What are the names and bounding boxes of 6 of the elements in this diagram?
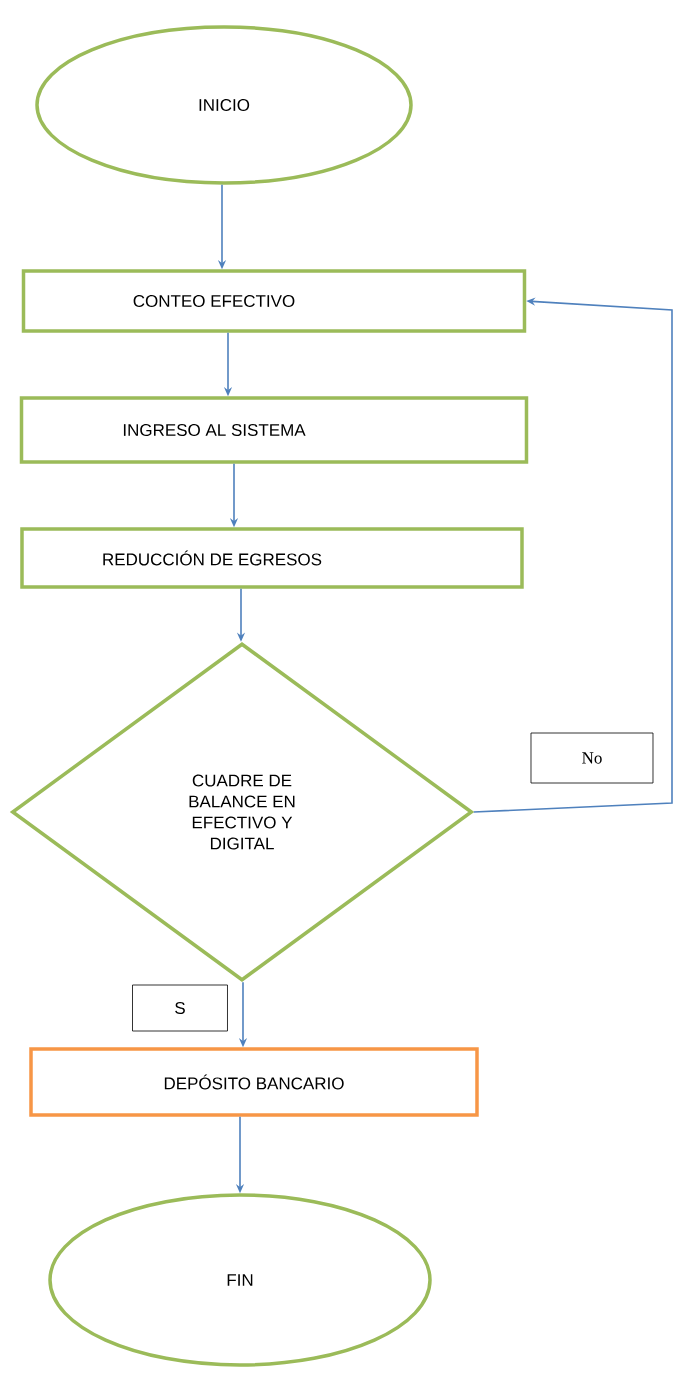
process-box: CONTEO EFECTIVO (21, 269, 527, 333)
edge-label: S (132, 984, 228, 1032)
process-box: DEPÓSITO BANCARIO (29, 1047, 479, 1117)
process-box: INGRESO AL SISTEMA (19, 396, 529, 464)
edge-label: No (530, 732, 654, 784)
process-box: REDUCCIÓN DE EGRESOS (20, 527, 524, 589)
